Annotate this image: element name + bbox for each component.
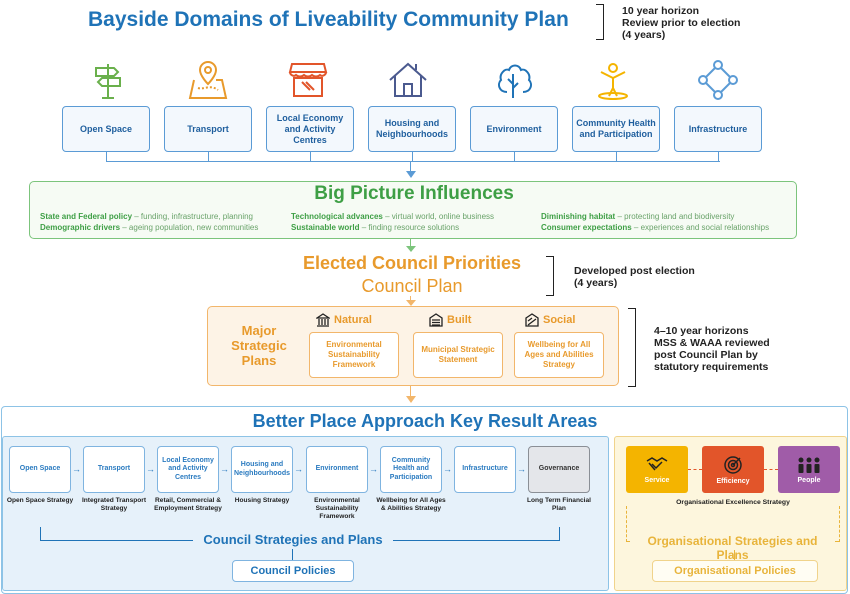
kra-strategy-label: Housing Strategy [234, 497, 290, 504]
plan-social-item: Wellbeing for All Ages and Abilities Str… [514, 332, 604, 378]
target-icon [724, 455, 742, 474]
connector-orange [410, 296, 412, 302]
kra-community-health: Community Health and Participation [380, 446, 442, 493]
kra-strategy-label: Wellbeing for All Ages & Abilities Strat… [376, 497, 446, 512]
connector-orange [410, 386, 412, 398]
domain-environment: Environment [470, 106, 558, 152]
down-arrow-icon [406, 396, 416, 403]
kra-open-space: Open Space [9, 446, 71, 493]
domain-connector [106, 152, 108, 162]
trees-icon [498, 64, 532, 98]
columns-building-icon [316, 313, 330, 327]
down-arrow-icon [406, 171, 416, 178]
network-icon [698, 60, 738, 100]
bp-item: Demographic drivers – ageing population,… [40, 223, 259, 232]
priorities-note: Developed post election(4 years) [574, 265, 695, 289]
council-strategies-label: Council Strategies and Plans [193, 532, 393, 547]
arrow-icon: → [369, 464, 378, 474]
arrow-icon: → [72, 464, 81, 474]
kra-strategy-label: Retail, Commercial & Employment Strategy [154, 497, 222, 512]
arrow-icon: → [294, 464, 303, 474]
plan-head-natural: Natural [316, 313, 372, 327]
handshake-icon [646, 457, 668, 471]
domain-connector [310, 152, 312, 162]
people-icon [798, 457, 820, 473]
bp-item: Consumer expectations – experiences and … [541, 223, 770, 232]
kra-strategy-label: Long Term Financial Plan [527, 497, 591, 512]
org-people: People [778, 446, 840, 493]
domain-infrastructure: Infrastructure [674, 106, 762, 152]
kra-strategy-label: Integrated Transport Strategy [81, 497, 147, 512]
org-efficiency: Efficiency [702, 446, 764, 493]
social-icon [525, 313, 539, 327]
connector-yellow [734, 550, 736, 560]
org-service: Service [626, 446, 688, 493]
kra-environment: Environment [306, 446, 368, 493]
org-strategy-label: Organisational Excellence Strategy [676, 499, 790, 506]
down-connector [410, 161, 412, 173]
arrow-icon: → [443, 464, 452, 474]
council-plan-subtitle: Council Plan [361, 276, 463, 296]
person-icon [598, 63, 628, 100]
domain-housing: Housing and Neighbourhoods [368, 106, 456, 152]
plan-natural-item: Environmental Sustainability Framework [309, 332, 399, 378]
house-icon [389, 62, 427, 97]
org-strategies-label: Organisational Strategies and Plans [630, 534, 835, 562]
domain-local-economy: Local Economy and Activity Centres [266, 106, 354, 152]
connector-green [410, 239, 412, 248]
arrow-icon: → [146, 464, 155, 474]
big-picture-title: Big Picture Influences [314, 183, 514, 204]
better-place-title: Better Place Approach Key Result Areas [252, 411, 598, 431]
kra-infrastructure: Infrastructure [454, 446, 516, 493]
domain-community-health: Community Health and Participation [572, 106, 660, 152]
domain-connector [514, 152, 516, 162]
plan-built-item: Municipal Strategic Statement [413, 332, 503, 378]
bp-item: Technological advances – virtual world, … [291, 212, 495, 221]
plan-head-built: Built [429, 313, 471, 327]
domain-connector [718, 152, 720, 162]
domain-connector [208, 152, 210, 162]
kra-strategy-label: Open Space Strategy [6, 497, 74, 504]
bp-item: Sustainable world – finding resource sol… [291, 223, 460, 232]
org-dash-line [764, 469, 778, 470]
arrow-icon: → [220, 464, 229, 474]
shopfront-icon [288, 63, 328, 97]
plans-bracket [628, 308, 636, 387]
map-pin-icon [188, 60, 228, 99]
priorities-bracket [546, 256, 554, 296]
domain-connector-bar [106, 161, 720, 163]
arrow-icon: → [517, 464, 526, 474]
domain-transport: Transport [164, 106, 252, 152]
plan-head-social: Social [525, 313, 575, 327]
title-bracket [596, 4, 604, 40]
page-title: Bayside Domains of Liveability Community… [88, 8, 569, 31]
domain-connector [412, 152, 414, 162]
kra-housing: Housing and Neighbourhoods [231, 446, 293, 493]
kra-local-economy: Local Economy and Activity Centres [157, 446, 219, 493]
kra-strategy-label: Environmental Sustainability Framework [314, 497, 360, 520]
kra-governance: Governance [528, 446, 590, 493]
big-picture-box: Big Picture Influences State and Federal… [29, 181, 797, 239]
connector-blue [292, 549, 294, 560]
signpost-icon [95, 64, 121, 99]
kra-transport: Transport [83, 446, 145, 493]
domain-connector [616, 152, 618, 162]
council-policies-box: Council Policies [232, 560, 354, 582]
building-icon [429, 313, 443, 327]
domain-open-space: Open Space [62, 106, 150, 152]
bp-item: Diminishing habitat – protecting land an… [541, 212, 735, 221]
org-policies-box: Organisational Policies [652, 560, 818, 582]
council-priorities-title: Elected Council Priorities [302, 253, 522, 273]
org-dash-line [688, 469, 702, 470]
down-arrow-icon [406, 246, 416, 252]
down-arrow-icon [406, 300, 416, 306]
bp-item: State and Federal policy – funding, infr… [40, 212, 253, 221]
